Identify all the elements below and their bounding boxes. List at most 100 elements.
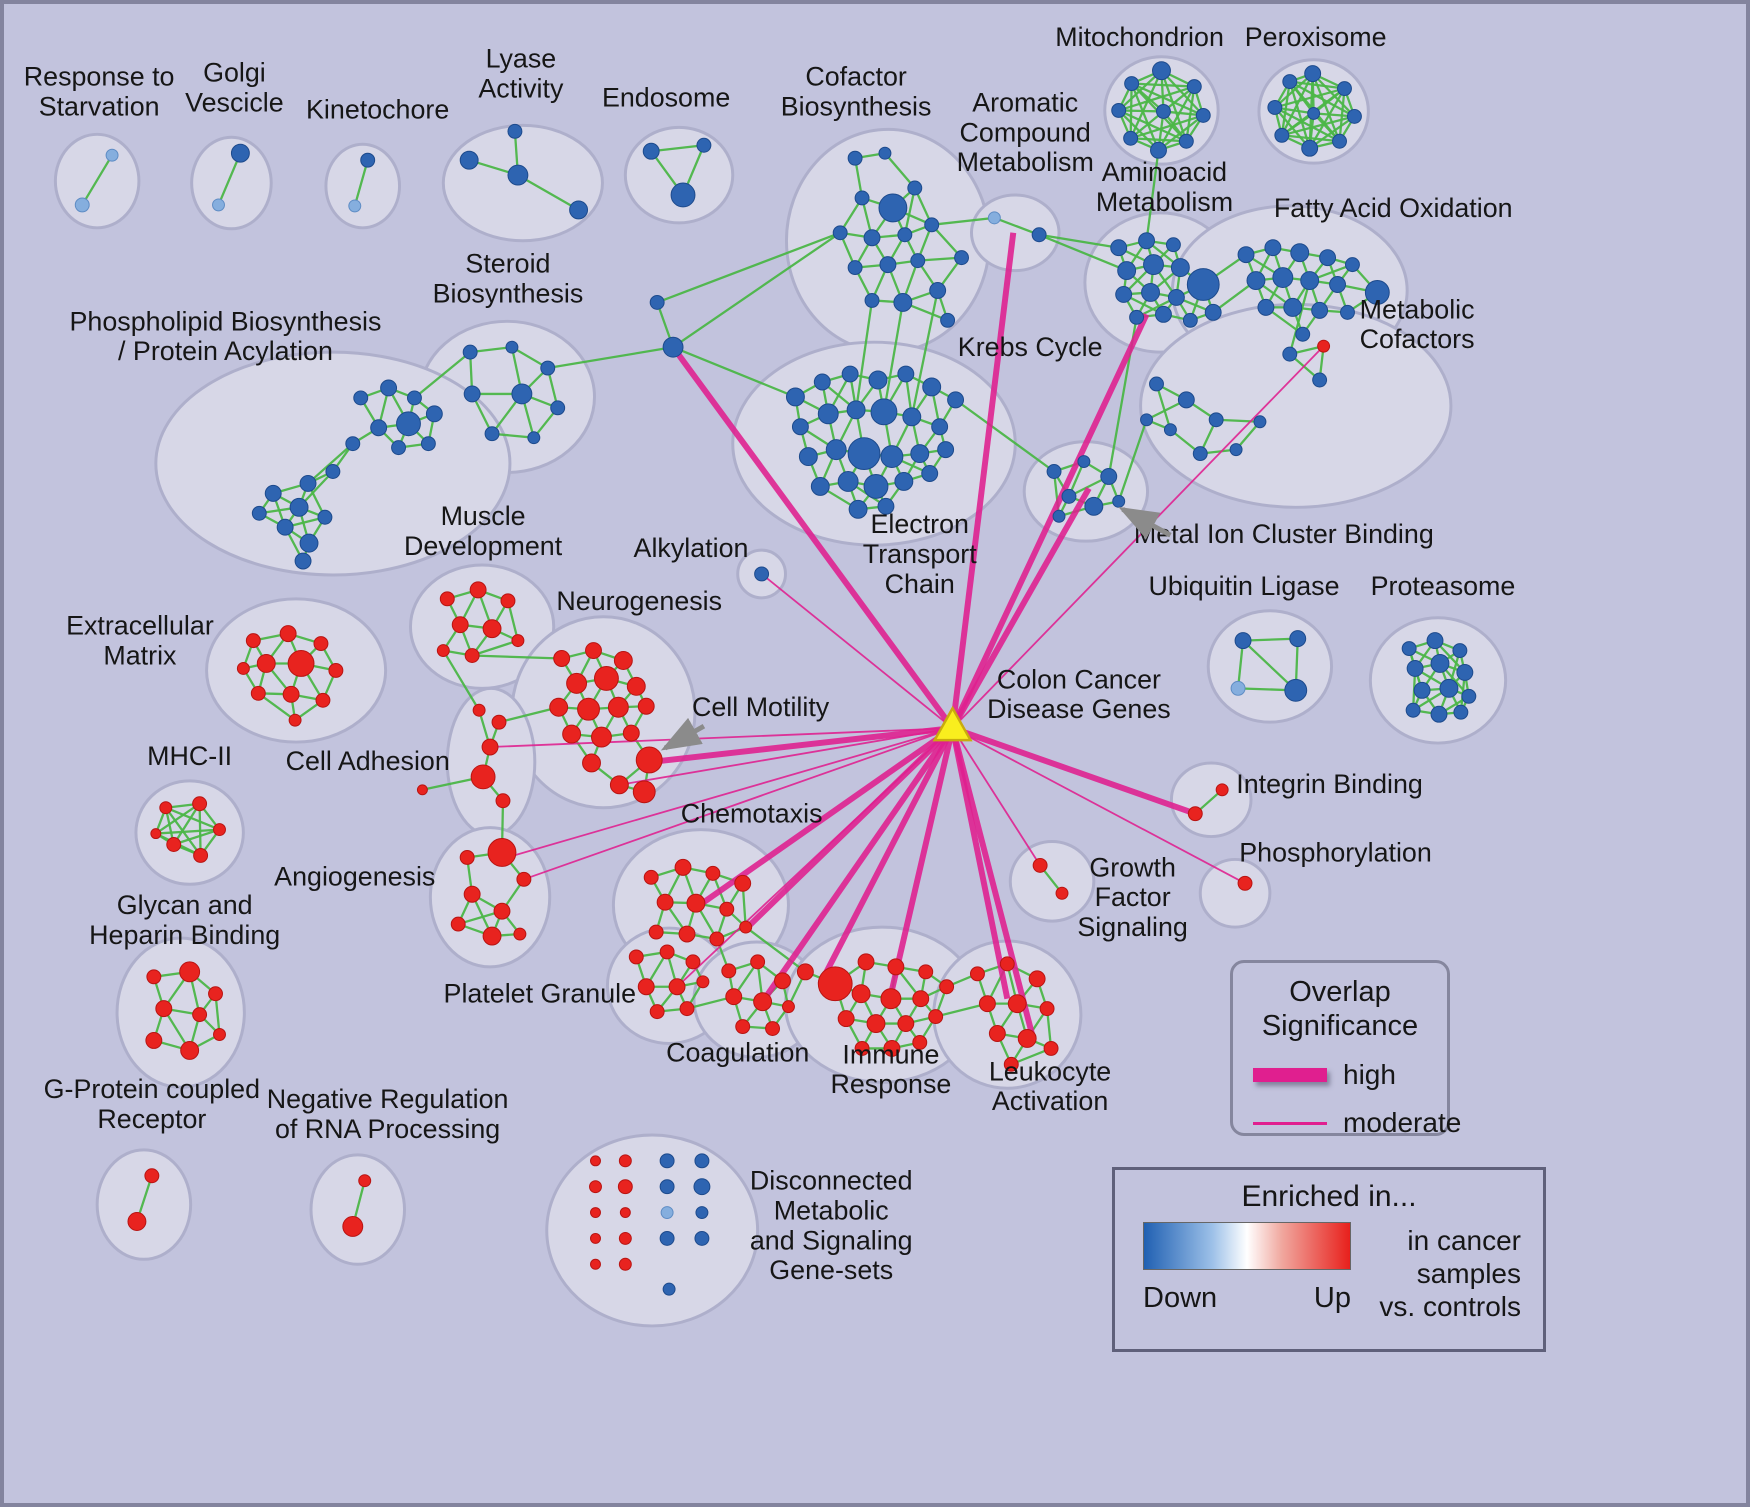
geneset-overlap-edge bbox=[1288, 80, 1346, 90]
geneset-overlap-edge bbox=[1155, 382, 1172, 431]
gene-set-node bbox=[969, 966, 985, 982]
gene-set-node bbox=[674, 858, 692, 876]
cluster-cell-adhesion-nodes bbox=[416, 703, 511, 809]
overlap-link-moderate bbox=[490, 727, 953, 748]
gene-set-node bbox=[459, 150, 479, 170]
gene-set-node bbox=[230, 143, 250, 163]
overlap-link-high bbox=[949, 313, 1150, 730]
enrichment-down-label: Down bbox=[1143, 1282, 1218, 1314]
geneset-overlap-edge bbox=[164, 806, 221, 831]
geneset-overlap-edge bbox=[854, 299, 874, 411]
gene-set-node bbox=[841, 365, 859, 383]
gene-set-node bbox=[491, 714, 507, 730]
gene-set-node bbox=[487, 838, 517, 867]
label-chemotaxis: Chemotaxis bbox=[681, 799, 823, 829]
gene-set-node bbox=[481, 738, 499, 756]
geneset-overlap-edge bbox=[883, 152, 916, 190]
gene-set-node bbox=[921, 465, 939, 482]
gene-set-node bbox=[1230, 680, 1246, 696]
gene-set-node bbox=[553, 650, 571, 667]
overlap-link-high bbox=[949, 486, 1092, 730]
gene-set-node bbox=[618, 1154, 632, 1168]
gene-set-node bbox=[739, 920, 753, 934]
cluster-cell-adhesion-region bbox=[445, 686, 537, 838]
gene-set-node bbox=[1039, 1001, 1055, 1017]
geneset-overlap-edge bbox=[257, 692, 297, 722]
high-significance-label: high bbox=[1343, 1059, 1396, 1090]
geneset-overlap-edge bbox=[471, 654, 563, 660]
gene-set-node bbox=[562, 724, 582, 744]
gene-set-node bbox=[1031, 227, 1047, 243]
geneset-overlap-edge bbox=[546, 346, 675, 370]
gene-set-node bbox=[145, 1032, 163, 1049]
gene-set-node bbox=[1452, 643, 1468, 659]
gene-set-node bbox=[585, 642, 602, 660]
gene-set-node bbox=[591, 726, 612, 748]
gene-set-node bbox=[643, 869, 659, 885]
label-angiogenesis: Angiogenesis bbox=[274, 861, 435, 891]
gene-set-node bbox=[734, 874, 752, 892]
gene-set-node bbox=[500, 593, 516, 609]
gene-set-node bbox=[857, 953, 875, 971]
cluster-extracellular-matrix-nodes bbox=[236, 625, 344, 727]
geneset-overlap-edge bbox=[1129, 137, 1188, 143]
gene-set-node bbox=[878, 193, 908, 223]
gene-set-node bbox=[1192, 446, 1208, 462]
gene-set-node bbox=[1204, 303, 1222, 321]
cluster-endosome-region bbox=[623, 125, 735, 225]
cluster-platelet-granule-nodes bbox=[628, 944, 710, 1020]
cluster-proteasome-nodes bbox=[1401, 632, 1477, 723]
gene-set-node bbox=[192, 796, 208, 812]
cluster-kinetochore-nodes bbox=[348, 152, 376, 213]
gene-set-node bbox=[686, 893, 706, 913]
gene-set-node bbox=[696, 975, 710, 989]
gene-set-node bbox=[695, 1206, 709, 1220]
gene-set-node bbox=[626, 676, 646, 696]
gene-set-node bbox=[618, 1231, 632, 1245]
gene-set-node bbox=[360, 152, 376, 168]
label-alkylation: Alkylation bbox=[634, 533, 749, 563]
gene-set-node bbox=[798, 447, 818, 467]
gene-set-node bbox=[1150, 141, 1167, 159]
gene-set-node bbox=[649, 1004, 665, 1020]
gene-set-node bbox=[929, 282, 947, 299]
gene-set-node bbox=[750, 954, 766, 970]
gene-set-node bbox=[406, 390, 422, 406]
overlap-link-moderate bbox=[761, 573, 954, 729]
gene-set-node bbox=[924, 217, 940, 233]
overlap-link-moderate bbox=[506, 727, 953, 859]
gene-set-node bbox=[513, 927, 527, 941]
gene-set-node bbox=[507, 164, 529, 186]
geneset-overlap-edge bbox=[306, 442, 354, 485]
gene-set-node bbox=[851, 984, 871, 1004]
gene-set-node bbox=[1234, 632, 1252, 650]
gene-set-node bbox=[315, 692, 331, 708]
gene-set-node bbox=[954, 250, 969, 266]
gene-set-node bbox=[527, 431, 541, 445]
cluster-leukocyte-activation-nodes bbox=[969, 956, 1059, 1072]
gene-set-node bbox=[1290, 243, 1310, 263]
gene-set-node bbox=[590, 1232, 601, 1244]
gene-set-node bbox=[832, 225, 848, 241]
enrichment-gradient-column: Down Up bbox=[1143, 1222, 1351, 1315]
gene-set-node bbox=[1319, 249, 1337, 267]
overlap-link-high bbox=[760, 726, 956, 1004]
label-neurogenesis: Neurogenesis bbox=[556, 586, 722, 616]
gene-set-node bbox=[1311, 301, 1329, 319]
gene-set-node bbox=[1237, 246, 1255, 264]
legend-enriched-body: Down Up in cancer samples vs. controls bbox=[1115, 1214, 1543, 1323]
label-fatty-acid-oxidation: Fatty Acid Oxidation bbox=[1274, 193, 1513, 223]
gene-set-node bbox=[1237, 875, 1253, 891]
gene-set-node bbox=[287, 650, 315, 677]
gene-set-node bbox=[245, 633, 261, 649]
gene-set-node bbox=[425, 405, 443, 423]
gene-set-node bbox=[1344, 257, 1360, 273]
layer-marks bbox=[660, 506, 1172, 751]
geneset-overlap-edge bbox=[930, 216, 996, 226]
